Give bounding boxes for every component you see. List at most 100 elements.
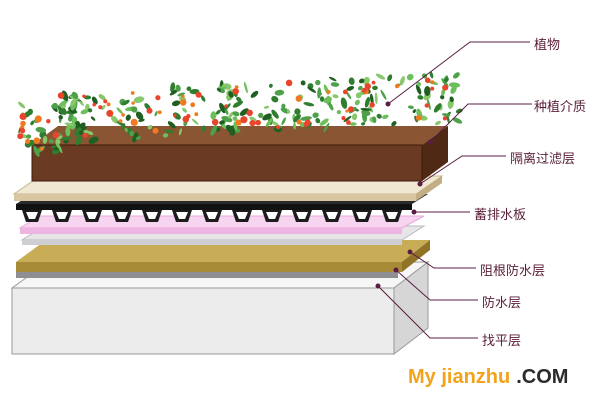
- plant-flower: [157, 110, 162, 115]
- plant-leaf: [369, 93, 374, 105]
- plant-flower: [130, 118, 138, 126]
- plant-flower: [326, 89, 331, 94]
- plant-leaf: [330, 82, 340, 87]
- plant-leaf: [303, 102, 315, 107]
- drainage-cup-highlight: [176, 212, 188, 219]
- leader-leveling-layer: [377, 285, 478, 339]
- plant-leaf: [336, 109, 342, 115]
- plant-flower: [182, 115, 190, 123]
- plant-leaf: [376, 113, 382, 119]
- plant-leaf: [147, 124, 153, 130]
- watermark-brand: My jianzhu: [408, 366, 511, 388]
- plant-leaf: [61, 136, 72, 141]
- plant-flower: [173, 113, 177, 118]
- plant-leaf: [64, 122, 75, 126]
- plant-leaf: [406, 73, 414, 81]
- plant-leaf: [306, 122, 312, 130]
- plant-leaf: [416, 81, 422, 87]
- plant-flower: [442, 116, 447, 121]
- plant-leaf: [449, 96, 454, 103]
- plant-leaf: [399, 75, 405, 86]
- plant-flower: [34, 115, 42, 123]
- plant-flower: [131, 101, 135, 105]
- plant-flower: [342, 89, 348, 95]
- plant-leaf: [263, 105, 270, 109]
- label-plants: 植物: [534, 38, 561, 53]
- plant-flower: [224, 104, 228, 108]
- label-filter-layer: 隔离过滤层: [510, 152, 576, 167]
- plant-flower: [195, 91, 202, 98]
- plant-flower: [155, 95, 161, 101]
- plant-leaf: [372, 116, 377, 124]
- drainage-cup-highlight: [236, 212, 248, 219]
- plant-flower: [190, 102, 196, 108]
- drainage-cup-highlight: [116, 212, 128, 219]
- plant-leaf: [343, 115, 352, 123]
- plant-leaf: [354, 99, 360, 106]
- plant-leaf: [121, 123, 126, 130]
- plant-leaf: [315, 79, 321, 86]
- plant-leaf: [250, 90, 259, 98]
- plant-leaf: [272, 121, 280, 127]
- plant-leaf: [364, 96, 371, 108]
- plant-leaf: [116, 107, 123, 115]
- plant-flower: [249, 120, 256, 127]
- plant-leaf: [30, 120, 35, 126]
- plant-leaf: [27, 108, 33, 116]
- plant-leaf: [171, 100, 181, 107]
- plant-leaf: [355, 92, 362, 99]
- plant-leaf: [57, 143, 63, 154]
- leader-lines: [377, 41, 532, 339]
- plant-flower: [296, 119, 302, 125]
- plant-flower: [424, 77, 431, 84]
- plant-leaf: [26, 134, 32, 139]
- plant-flower: [181, 94, 185, 98]
- plant-leaf: [427, 98, 431, 110]
- drainage-cup-highlight: [26, 212, 38, 219]
- plant-leaf: [327, 101, 334, 111]
- plant-flower: [106, 102, 111, 107]
- plant-leaf: [274, 89, 285, 96]
- plant-leaf: [210, 111, 217, 120]
- plant-leaf: [219, 102, 226, 114]
- plant-leaf: [232, 100, 244, 108]
- drainage-cup-highlight: [266, 212, 278, 219]
- plant-leaf: [269, 83, 273, 88]
- label-drainage-board: 蓄排水板: [474, 208, 527, 223]
- plant-flower: [179, 99, 187, 106]
- plant-flower: [361, 87, 367, 93]
- plant-leaf: [387, 74, 393, 82]
- plant-leaf: [294, 108, 301, 115]
- plant-leaf: [232, 116, 238, 121]
- plant-flower: [106, 109, 114, 117]
- leader-arrows: [375, 101, 433, 289]
- plant-leaf: [177, 92, 186, 97]
- plant-leaf: [135, 111, 144, 120]
- plant-leaf: [162, 133, 169, 138]
- plant-flower: [103, 99, 108, 104]
- plant-leaf: [61, 90, 69, 101]
- plant-flower: [57, 92, 65, 99]
- plant-leaf: [232, 111, 240, 117]
- plant-flower: [232, 88, 239, 95]
- plant-flower: [52, 132, 59, 139]
- plant-flower: [39, 146, 44, 151]
- plant-leaf: [415, 84, 422, 95]
- plant-leaf: [300, 80, 306, 86]
- plant-leaf: [433, 103, 442, 113]
- plant-leaf: [228, 91, 234, 98]
- plant-leaf: [281, 117, 286, 126]
- plant-leaf: [361, 122, 366, 126]
- plant-leaf: [53, 146, 60, 151]
- plant-leaf: [98, 94, 106, 101]
- drainage-cup-highlight: [206, 212, 218, 219]
- plant-flower: [98, 105, 103, 110]
- plant-leaf: [101, 104, 106, 110]
- label-leveling-layer: 找平层: [482, 334, 522, 349]
- plant-leaf: [215, 109, 221, 115]
- plant-leaf: [332, 94, 339, 99]
- plant-leaf: [380, 89, 387, 100]
- plant-leaf: [361, 110, 368, 123]
- plant-leaf: [135, 136, 141, 140]
